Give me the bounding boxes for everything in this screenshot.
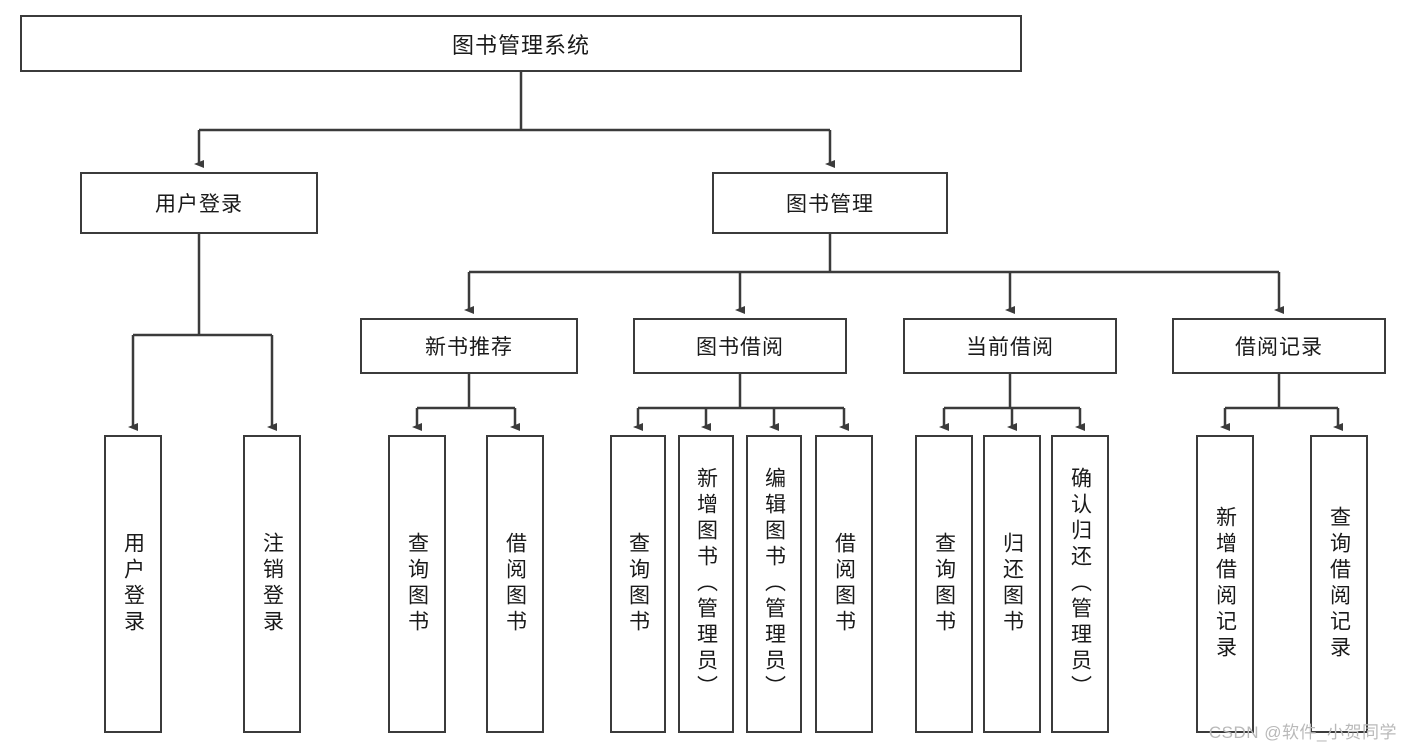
leaf-add-book-admin-label: 新增图书（管理员）: [694, 467, 718, 701]
leaf-query-borrow-rec[interactable]: 查询借阅记录: [1310, 435, 1368, 733]
node-current-borrow-label: 当前借阅: [966, 336, 1054, 359]
node-root-system[interactable]: 图书管理系统: [20, 15, 1022, 72]
leaf-user-login-label: 用户登录: [121, 532, 145, 636]
node-book-borrow[interactable]: 图书借阅: [633, 318, 847, 374]
node-book-management-label: 图书管理: [786, 193, 874, 216]
leaf-add-borrow-rec-label: 新增借阅记录: [1213, 506, 1237, 662]
leaf-query-book-3[interactable]: 查询图书: [915, 435, 973, 733]
node-book-management[interactable]: 图书管理: [712, 172, 948, 234]
leaf-logout-login-label: 注销登录: [260, 532, 284, 636]
leaf-query-book-2-label: 查询图书: [626, 532, 650, 636]
leaf-confirm-return[interactable]: 确认归还（管理员）: [1051, 435, 1109, 733]
node-new-book-recommend[interactable]: 新书推荐: [360, 318, 578, 374]
leaf-borrow-book-1[interactable]: 借阅图书: [486, 435, 544, 733]
leaf-add-borrow-rec[interactable]: 新增借阅记录: [1196, 435, 1254, 733]
node-borrow-record[interactable]: 借阅记录: [1172, 318, 1386, 374]
leaf-edit-book-admin-label: 编辑图书（管理员）: [762, 467, 786, 701]
node-user-login-label: 用户登录: [155, 193, 243, 216]
node-root-label: 图书管理系统: [451, 32, 590, 58]
leaf-query-book-2[interactable]: 查询图书: [610, 435, 666, 733]
leaf-borrow-book-2-label: 借阅图书: [832, 532, 856, 636]
leaf-confirm-return-label: 确认归还（管理员）: [1068, 467, 1092, 701]
leaf-query-book-1[interactable]: 查询图书: [388, 435, 446, 733]
leaf-user-login[interactable]: 用户登录: [104, 435, 162, 733]
leaf-borrow-book-2[interactable]: 借阅图书: [815, 435, 873, 733]
leaf-query-book-1-label: 查询图书: [405, 532, 429, 636]
leaf-borrow-book-1-label: 借阅图书: [503, 532, 527, 636]
node-user-login[interactable]: 用户登录: [80, 172, 318, 234]
leaf-edit-book-admin[interactable]: 编辑图书（管理员）: [746, 435, 802, 733]
watermark: CSDN @软件_小贺同学: [1208, 723, 1397, 742]
leaf-query-borrow-rec-label: 查询借阅记录: [1327, 506, 1351, 662]
node-current-borrow[interactable]: 当前借阅: [903, 318, 1117, 374]
node-book-borrow-label: 图书借阅: [696, 336, 784, 359]
node-new-book-recommend-label: 新书推荐: [425, 336, 513, 359]
leaf-add-book-admin[interactable]: 新增图书（管理员）: [678, 435, 734, 733]
leaf-return-book[interactable]: 归还图书: [983, 435, 1041, 733]
leaf-query-book-3-label: 查询图书: [932, 532, 956, 636]
node-borrow-record-label: 借阅记录: [1235, 336, 1323, 359]
leaf-return-book-label: 归还图书: [1000, 532, 1024, 636]
leaf-logout-login[interactable]: 注销登录: [243, 435, 301, 733]
